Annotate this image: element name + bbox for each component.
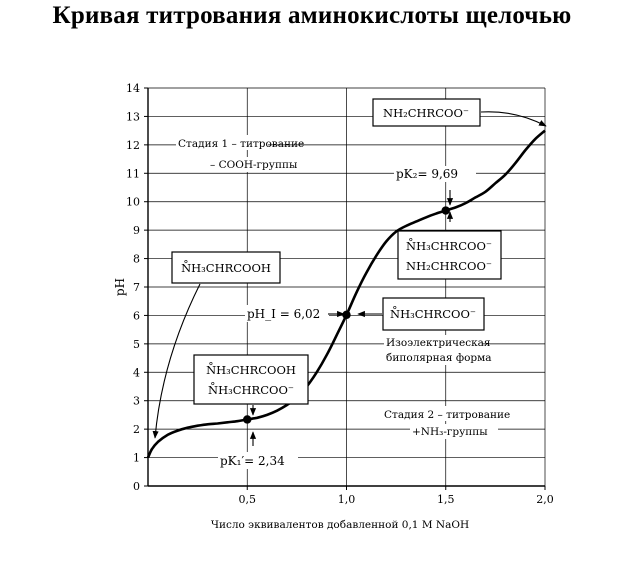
stage2-bg — [382, 406, 516, 421]
box-cation — [171, 251, 281, 284]
y-tick-label: 3 — [133, 395, 140, 408]
phi-label: pH_I = 6,02 — [247, 307, 320, 321]
box-zwitterion — [382, 297, 485, 331]
y-tick-label: 1 — [133, 452, 140, 465]
x-tick-label: 0,5 — [239, 493, 257, 506]
box-mid-left-line1: N̊H₃CHRCOOH — [206, 362, 296, 377]
y-tick-label: 8 — [133, 253, 140, 266]
x-tick-label: 2,0 — [536, 493, 554, 506]
y-tick-label: 5 — [133, 338, 140, 351]
stage2-label-line1: Стадия 2 – титрование — [384, 409, 510, 421]
box-mid-left-line2: N̊H₃CHRCOO⁻ — [208, 382, 294, 397]
y-tick-label: 4 — [133, 366, 140, 379]
pk1-bg — [218, 452, 298, 469]
titration-curve — [146, 129, 546, 459]
pk1-label: pK₁′= 2,34 — [220, 454, 285, 468]
stage2-bg — [410, 424, 498, 439]
y-tick-label: 14 — [126, 82, 140, 95]
box-mid-right-line2: NH₂CHRCOO⁻ — [406, 259, 492, 273]
pk2-label: pK₂= 9,69 — [396, 167, 458, 181]
x-tick-label: 1,0 — [338, 493, 356, 506]
y-tick-label: 10 — [126, 196, 140, 209]
box-nh2-anion — [372, 98, 481, 127]
x-tick-label: 1,5 — [437, 493, 455, 506]
arrow-to-end — [480, 111, 547, 127]
y-tick-label: 7 — [133, 281, 140, 294]
stage2-label-line2: +NH₃-группы — [412, 426, 488, 438]
key-point — [243, 415, 252, 424]
y-tick-label: 11 — [126, 167, 140, 180]
iso-bg — [384, 335, 482, 365]
box-cation-text: N̊H₃CHRCOOH — [181, 260, 271, 275]
phi-bg — [245, 305, 329, 322]
stage1-label-line2: – COOH-группы — [210, 159, 297, 171]
iso-label-line1: Изоэлектрическая — [386, 337, 491, 349]
curve-layer — [146, 129, 546, 459]
box-mid-right-line1: N̊H₃CHRCOO⁻ — [406, 238, 492, 253]
box-zwitterion-text: N̊H₃CHRCOO⁻ — [390, 306, 476, 321]
y-tick-label: 6 — [133, 309, 140, 322]
stage1-bg — [208, 157, 298, 172]
y-tick-label: 12 — [126, 139, 140, 152]
arrow-to-start — [152, 283, 201, 439]
page-title: Кривая титрования аминокислоты щелочью — [52, 2, 572, 29]
y-tick-label: 9 — [133, 224, 140, 237]
y-tick-label: 13 — [126, 110, 140, 123]
pk2-bg — [394, 166, 476, 182]
y-tick-label: 0 — [133, 480, 140, 493]
key-point — [342, 310, 351, 320]
stage1-bg — [176, 135, 268, 150]
y-axis-label: pH — [113, 278, 127, 296]
key-point — [441, 206, 450, 215]
y-tick-label: 2 — [133, 423, 140, 436]
x-axis-label: Число эквивалентов добавленной 0,1 M NaO… — [211, 519, 469, 531]
box-mid-right — [397, 230, 502, 280]
box-nh2-anion-text: NH₂CHRCOO⁻ — [383, 106, 469, 120]
stage1-label-line1: Стадия 1 – титрование — [178, 138, 304, 150]
iso-label-line2: биполярная форма — [386, 352, 492, 364]
box-mid-left — [193, 354, 309, 405]
annotations: Стадия 1 – титрование– COOH-группыNH₂CHR… — [152, 98, 547, 469]
